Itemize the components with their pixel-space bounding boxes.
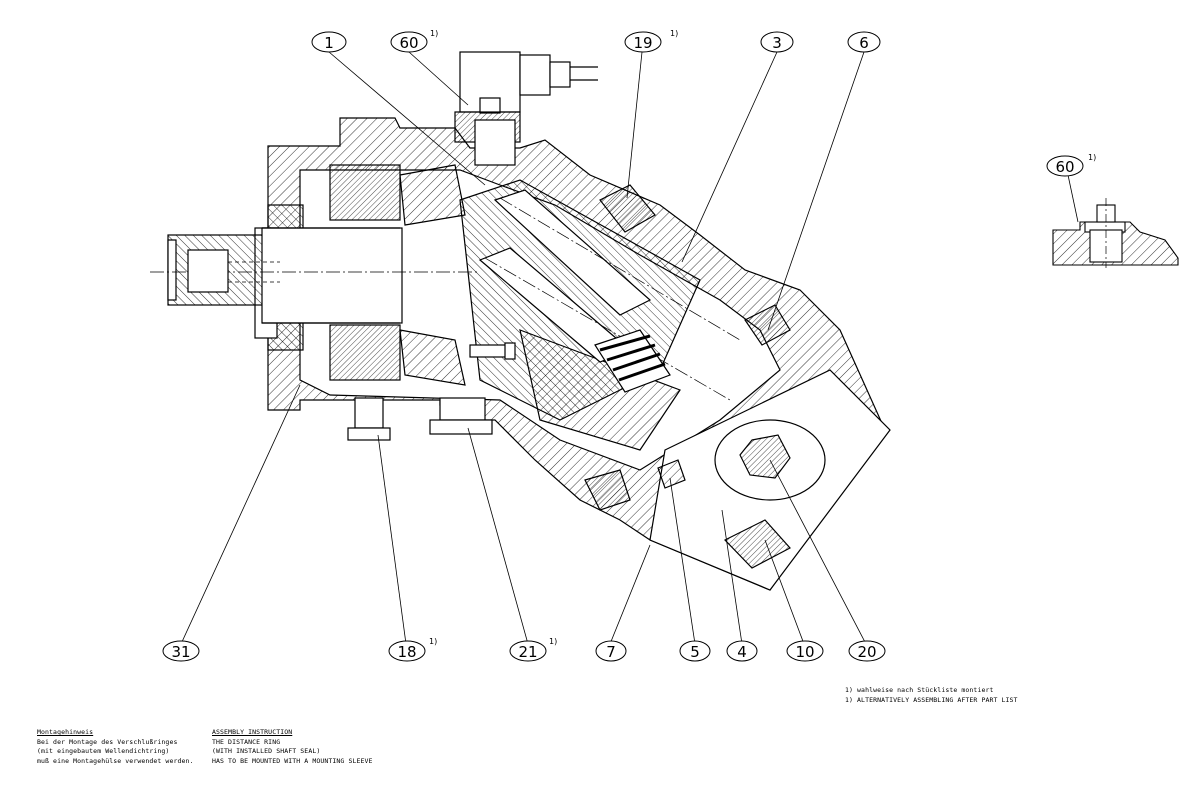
balloon-10: 10 bbox=[786, 640, 824, 662]
balloon-3-label: 3 bbox=[772, 34, 782, 52]
footnote-block: 1) wahlweise nach Stückliste montiert 1)… bbox=[845, 686, 1018, 705]
assembly-note-german-line: (mit eingebautem Wellendichtring) bbox=[37, 747, 170, 755]
balloon-18-footnote: 1) bbox=[429, 637, 437, 646]
assembly-note-german-line: muß eine Montagehülse verwendet werden. bbox=[37, 756, 194, 765]
assembly-note-english-line: HAS TO BE MOUNTED WITH A MOUNTING SLEEVE bbox=[212, 756, 373, 765]
footnote-de: 1) wahlweise nach Stückliste montiert bbox=[845, 686, 994, 694]
assembly-note-english-line: (WITH INSTALLED SHAFT SEAL) bbox=[212, 747, 321, 755]
balloon-6-label: 6 bbox=[859, 34, 869, 52]
balloon-60-label: 60 bbox=[399, 34, 418, 52]
balloon-18: 18 1) bbox=[388, 637, 437, 662]
balloon-5-label: 5 bbox=[690, 643, 700, 661]
balloon-19: 19 1) bbox=[624, 29, 678, 53]
assembly-note-german: Montagehinweis Bei der Montage des Versc… bbox=[37, 728, 194, 766]
balloon-31-label: 31 bbox=[171, 643, 190, 661]
detail-view-60 bbox=[1052, 198, 1179, 268]
footnote-en: 1) ALTERNATIVELY ASSEMBLING AFTER PART L… bbox=[845, 695, 1018, 704]
balloon-60-detail-label: 60 bbox=[1055, 158, 1074, 176]
balloon-19-label: 19 bbox=[633, 34, 652, 52]
balloon-31: 31 bbox=[162, 640, 200, 662]
balloon-21-label: 21 bbox=[518, 643, 537, 661]
balloon-4-label: 4 bbox=[737, 643, 747, 661]
assembly-note-english: ASSEMBLY INSTRUCTION THE DISTANCE RING (… bbox=[212, 728, 373, 766]
balloon-5: 5 bbox=[679, 640, 711, 662]
assembly-note-english-heading: ASSEMBLY INSTRUCTION bbox=[212, 728, 293, 736]
balloon-1-label: 1 bbox=[324, 34, 334, 52]
balloon-4: 4 bbox=[726, 640, 758, 662]
balloon-60: 60 1) bbox=[390, 29, 438, 53]
balloon-21-footnote: 1) bbox=[549, 637, 557, 646]
balloon-6: 6 bbox=[847, 31, 881, 53]
assembly-note-german-heading: Montagehinweis bbox=[37, 728, 94, 736]
balloon-10-label: 10 bbox=[795, 643, 814, 661]
balloon-60-detail-footnote: 1) bbox=[1088, 153, 1096, 162]
assembly-note-english-line: THE DISTANCE RING bbox=[212, 737, 281, 746]
assembly-note-german-line: Bei der Montage des Verschlußringes bbox=[37, 737, 178, 746]
leader-lines bbox=[180, 51, 1079, 645]
balloon-20: 20 bbox=[848, 640, 886, 662]
balloon-60-detail: 60 1) bbox=[1046, 153, 1096, 177]
balloon-1: 1 bbox=[311, 31, 347, 53]
balloon-3: 3 bbox=[760, 31, 794, 53]
balloon-60-footnote: 1) bbox=[430, 29, 438, 38]
balloon-19-footnote: 1) bbox=[670, 29, 678, 38]
balloon-21: 21 1) bbox=[509, 637, 557, 662]
balloon-18-label: 18 bbox=[397, 643, 416, 661]
spring-pack bbox=[594, 329, 671, 393]
pump-housing bbox=[150, 51, 891, 591]
balloon-20-label: 20 bbox=[857, 643, 876, 661]
balloon-7-label: 7 bbox=[606, 643, 616, 661]
balloon-7: 7 bbox=[595, 640, 627, 662]
